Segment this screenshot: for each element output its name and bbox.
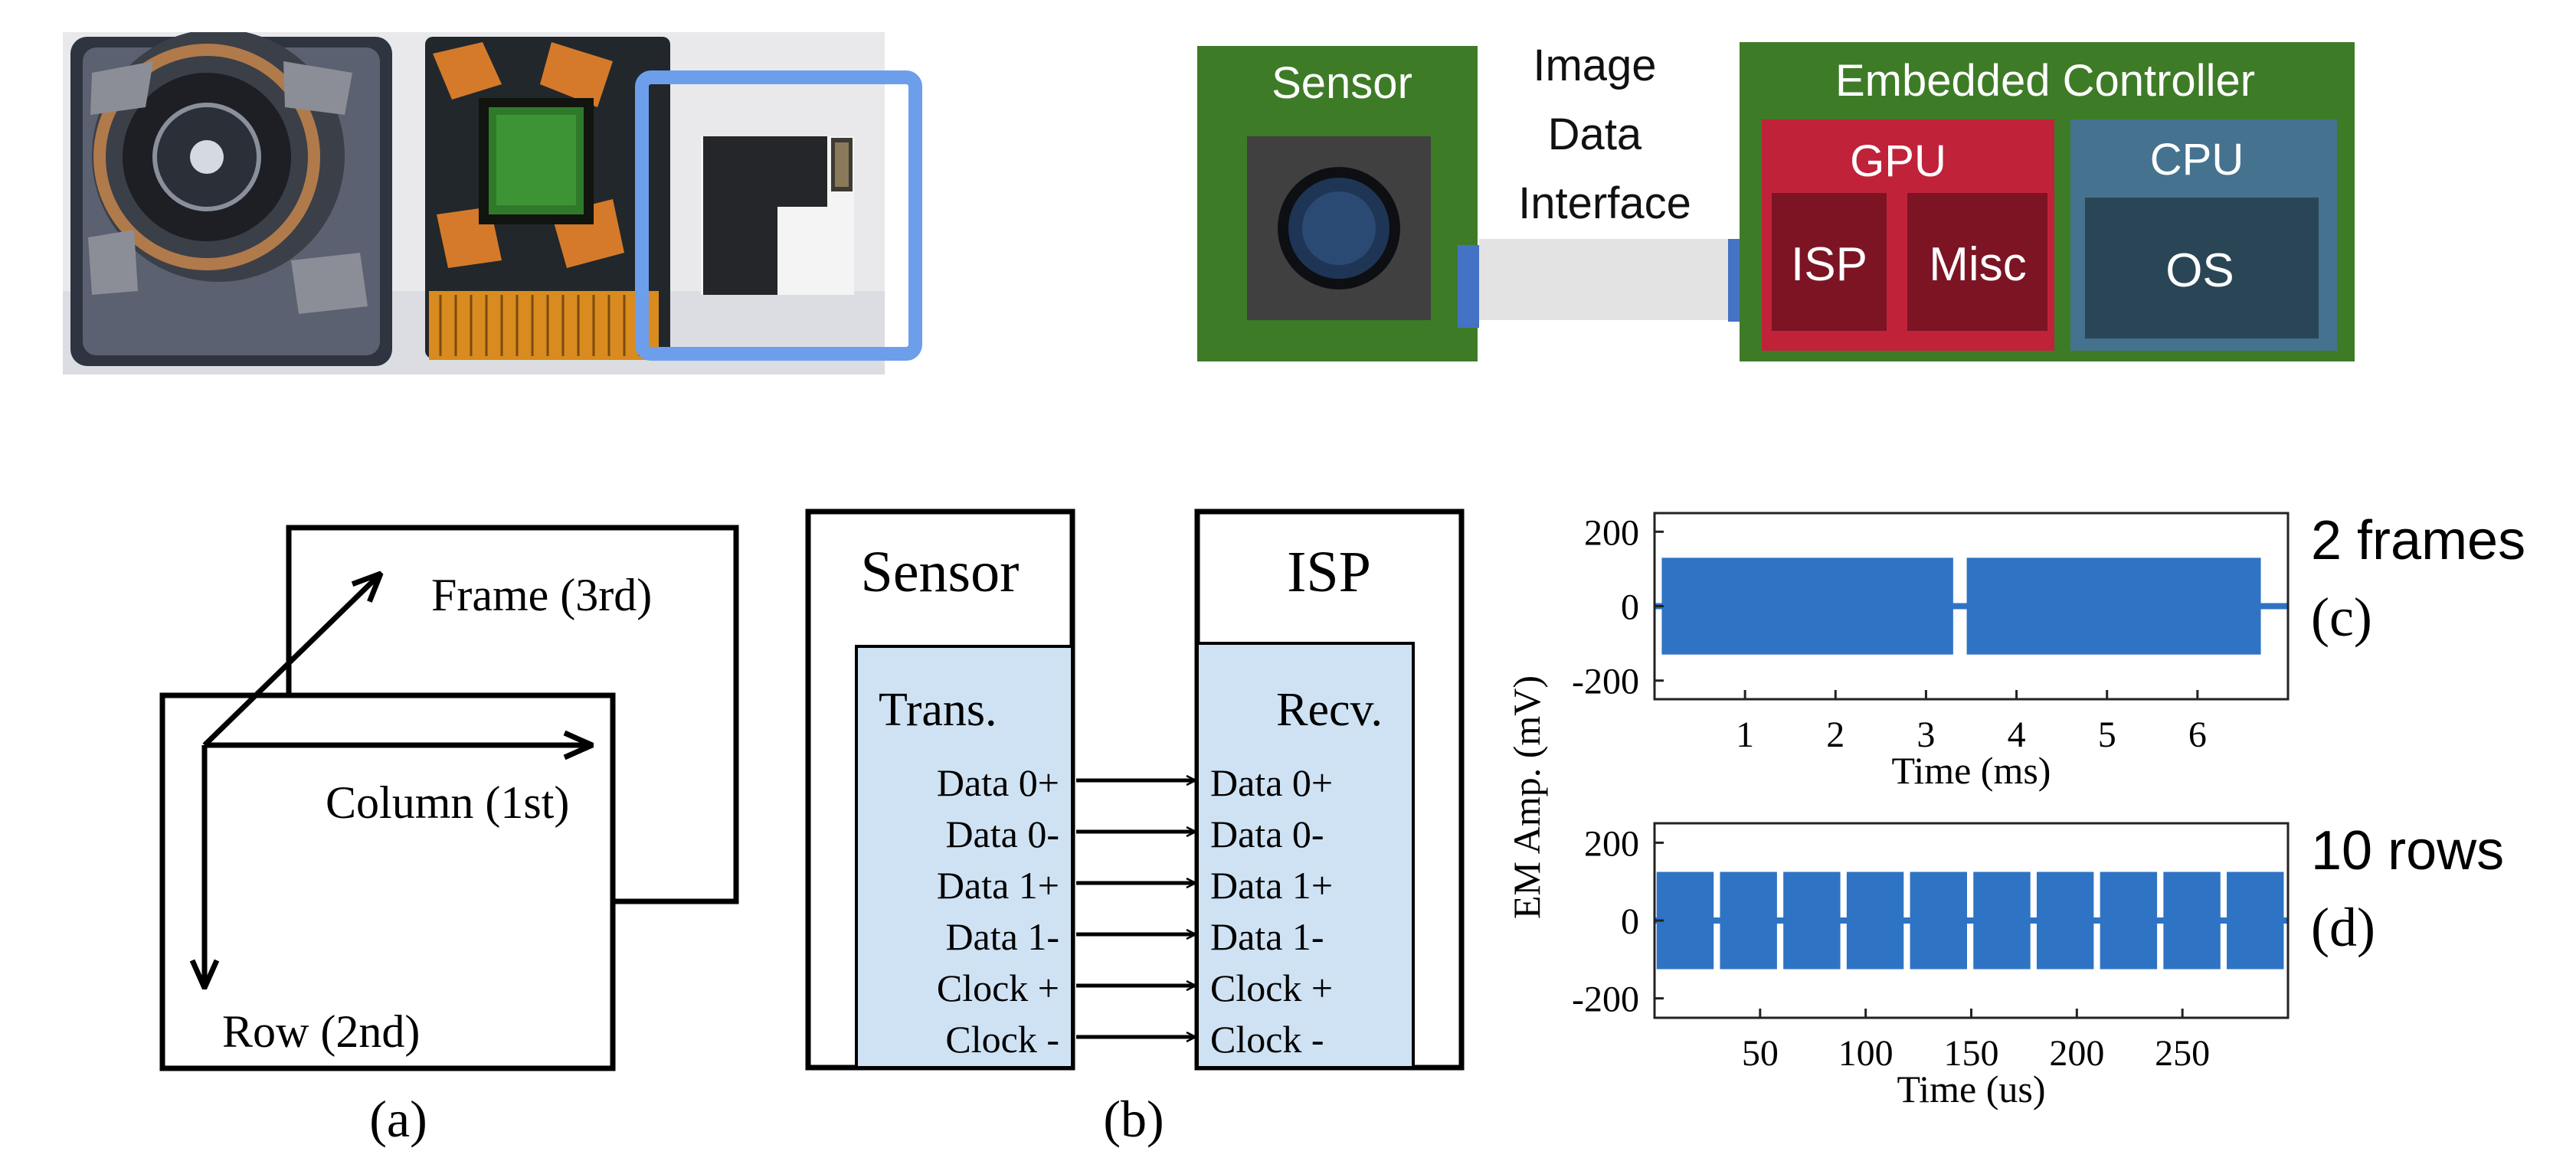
frame-front bbox=[159, 692, 616, 1071]
flex-cable bbox=[701, 136, 854, 295]
x-tick-label: 50 bbox=[1742, 1033, 1779, 1074]
frame-axis-arrow bbox=[202, 574, 381, 747]
x-tick-label: 200 bbox=[2049, 1033, 2104, 1074]
signal-burst bbox=[1783, 872, 1841, 970]
isp-label: ISP bbox=[1791, 238, 1867, 291]
lens-module bbox=[70, 32, 392, 366]
signal-burst bbox=[2227, 872, 2284, 970]
interface-label-line: Interface bbox=[1518, 178, 1691, 228]
transmit-signal-label: Clock - bbox=[945, 1018, 1059, 1061]
chart-annotation: 10 rows bbox=[2311, 820, 2504, 881]
interface-label: Image Data Interface bbox=[1518, 41, 1691, 228]
x-tick-label: 2 bbox=[1826, 715, 1844, 755]
signal-burst bbox=[1720, 872, 1777, 970]
signal-burst bbox=[1966, 558, 2261, 655]
y-tick-label: 0 bbox=[1621, 901, 1639, 942]
isp-block bbox=[1772, 193, 1887, 331]
receive-signal-label: Clock - bbox=[1210, 1018, 1324, 1061]
receive-signal-label: Data 0- bbox=[1210, 813, 1324, 855]
highlight-box bbox=[635, 70, 922, 361]
sensor-title: Sensor bbox=[861, 540, 1020, 604]
y-tick-label: 200 bbox=[1584, 512, 1639, 553]
panel-label: (c) bbox=[2311, 587, 2372, 648]
controller-label: Embedded Controller bbox=[1835, 56, 2255, 106]
trans-label: Trans. bbox=[879, 684, 997, 736]
sensor-block-label: Sensor bbox=[1272, 58, 1412, 108]
y-tick-label: -200 bbox=[1572, 662, 1639, 702]
recv-label: Recv. bbox=[1276, 684, 1383, 736]
receive-signal-label: Clock + bbox=[1210, 966, 1333, 1009]
camera-module-photo bbox=[63, 32, 885, 374]
y-tick-label: -200 bbox=[1572, 979, 1639, 1020]
os-block bbox=[2085, 198, 2319, 338]
cpu-label: CPU bbox=[2150, 135, 2244, 185]
transmitter-block bbox=[855, 645, 1074, 1069]
os-label: OS bbox=[2165, 244, 2234, 297]
signal-burst bbox=[1656, 872, 1714, 970]
x-tick-label: 150 bbox=[1944, 1033, 1999, 1074]
receive-signal-label: Data 1+ bbox=[1210, 864, 1333, 907]
signal-rows: Data 0+ Data 0+ Data 0- Data 0- Data 1+ Data … bbox=[937, 761, 1333, 1061]
isp-title: ISP bbox=[1287, 540, 1371, 604]
signal-burst bbox=[1846, 872, 1904, 970]
signal-burst bbox=[1661, 558, 1953, 655]
y-axis-title: EM Amp. (mV) bbox=[1505, 675, 1548, 919]
system-block-diagram: Sensor Image Data Interface Embedded Con… bbox=[1197, 41, 2355, 361]
x-tick-label: 3 bbox=[1916, 715, 1935, 755]
left-connector bbox=[1458, 245, 1479, 328]
signal-burst bbox=[2100, 872, 2158, 970]
interface-label-line: Image bbox=[1533, 41, 1656, 90]
interface-label-line: Data bbox=[1548, 110, 1642, 159]
signal-burst bbox=[2036, 872, 2094, 970]
x-tick-label: 5 bbox=[2098, 715, 2116, 755]
misc-block bbox=[1907, 193, 2047, 331]
x-tick-label: 250 bbox=[2155, 1033, 2210, 1074]
x-tick-label: 4 bbox=[2008, 715, 2026, 755]
transmit-signal-label: Data 0+ bbox=[937, 761, 1059, 804]
receiver-block bbox=[1196, 642, 1415, 1069]
panel-b-diagram: Sensor ISP Trans. Recv. Data 0+Data 0+Da… bbox=[805, 509, 1465, 1148]
signal-burst bbox=[1973, 872, 2031, 970]
data-interface-cable bbox=[1479, 239, 1728, 320]
x-axis-title: Time (us) bbox=[1897, 1068, 2045, 1110]
x-tick-label: 6 bbox=[2188, 715, 2207, 755]
x-tick-label: 1 bbox=[1736, 715, 1754, 755]
gpu-label: GPU bbox=[1850, 136, 1946, 186]
receive-signal-label: Data 0+ bbox=[1210, 761, 1333, 804]
row-label: Row (2nd) bbox=[222, 1006, 420, 1057]
frame-label: Frame (3rd) bbox=[431, 570, 652, 620]
transmit-signal-label: Data 1- bbox=[945, 915, 1059, 958]
receive-signal-label: Data 1- bbox=[1210, 915, 1324, 958]
transmit-signal-label: Clock + bbox=[937, 966, 1059, 1009]
x-axis-title: Time (ms) bbox=[1892, 749, 2051, 792]
panel-label: (d) bbox=[2311, 897, 2375, 958]
transmit-signal-label: Data 1+ bbox=[937, 864, 1059, 907]
sensor-board bbox=[425, 37, 670, 360]
y-tick-label: 200 bbox=[1584, 823, 1639, 864]
signal-burst bbox=[1910, 872, 1967, 970]
x-tick-label: 100 bbox=[1838, 1033, 1894, 1074]
y-tick-label: 0 bbox=[1621, 587, 1639, 628]
caption-a: (a) bbox=[369, 1090, 427, 1148]
misc-label: Misc bbox=[1929, 238, 2026, 291]
signal-burst bbox=[2163, 872, 2221, 970]
transmit-signal-label: Data 0- bbox=[945, 813, 1059, 855]
column-label: Column (1st) bbox=[326, 777, 569, 828]
panel-a-diagram: Frame (3rd) Column (1st) Row (2nd) (a) bbox=[159, 525, 739, 1148]
chart-annotation: 2 frames bbox=[2311, 510, 2525, 571]
caption-b: (b) bbox=[1103, 1090, 1164, 1148]
